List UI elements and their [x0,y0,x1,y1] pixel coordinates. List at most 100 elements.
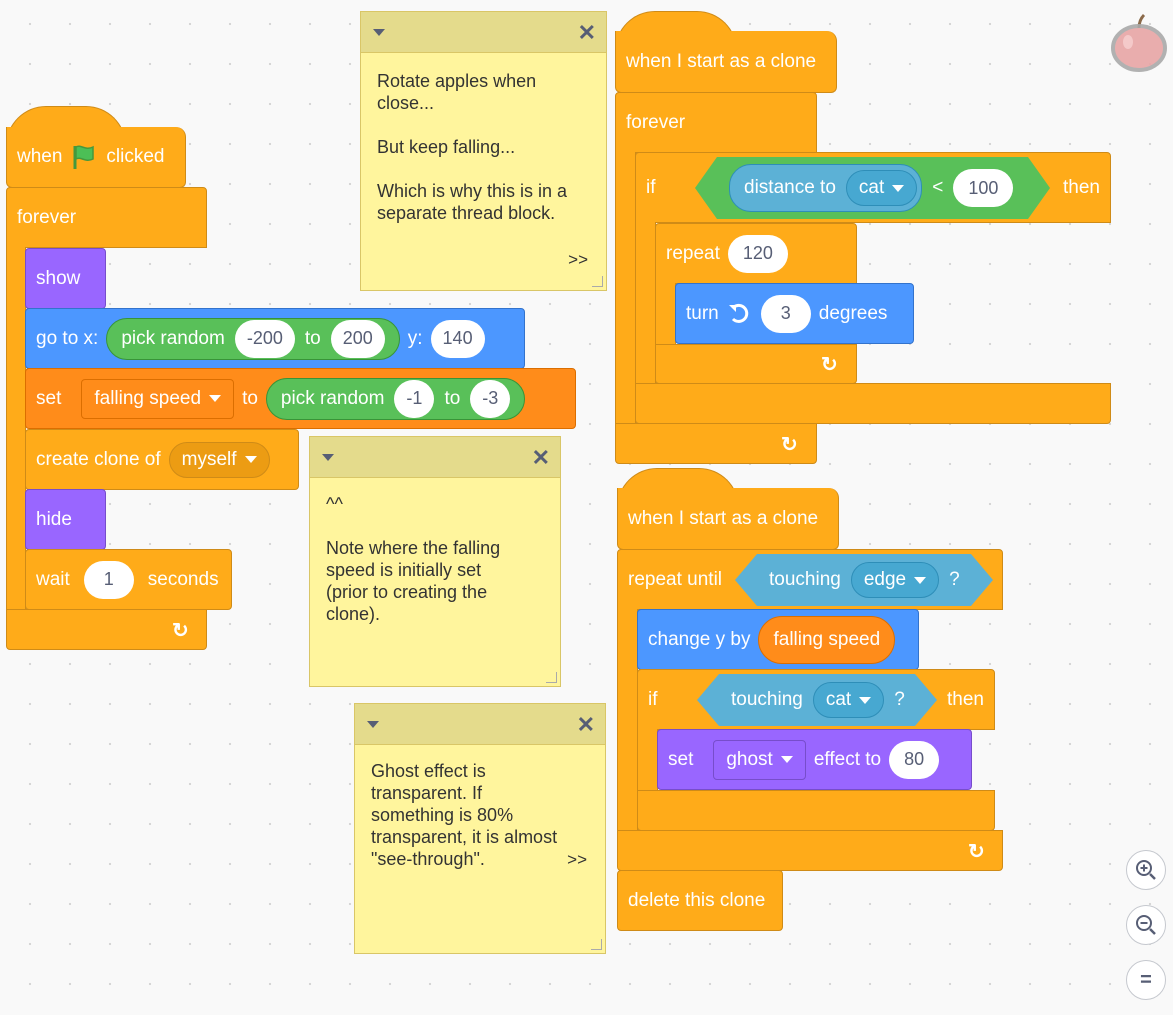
comment-note-3[interactable]: ✕ Ghost effect is transparent. If someth… [354,703,606,954]
note-header[interactable]: ✕ [310,437,560,478]
wait-label: wait [36,568,70,590]
note-header[interactable]: ✕ [355,704,605,745]
if-touching-target-dropdown[interactable]: cat [813,682,884,718]
resize-handle-icon[interactable] [592,276,603,287]
set-to-word: to [242,387,258,409]
if-touching-arm [637,729,658,791]
touching-target-dropdown[interactable]: edge [851,562,939,598]
goto-label: go to x: [36,327,99,349]
loop-arrow-icon: ↻ [781,434,798,456]
when-flag-clicked-block[interactable]: when clicked [6,127,186,188]
resize-handle-icon[interactable] [591,939,602,950]
collapse-caret-icon[interactable] [322,454,334,461]
wait-unit: seconds [147,568,219,590]
zoom-in-button[interactable] [1126,850,1166,890]
touching-question: ? [949,569,960,590]
repeat-block[interactable]: repeat 120 [655,223,857,284]
wait-input[interactable]: 1 [83,560,134,599]
turn-input[interactable]: 3 [760,294,811,333]
repeat-arm [655,283,676,345]
pick-random-reporter-2[interactable]: pick random -1 to -3 [265,377,526,420]
note-text[interactable]: ^^ Note where the falling speed is initi… [326,494,501,624]
forever-label-2: forever [626,111,686,133]
repeat-input[interactable]: 120 [727,234,788,273]
show-block[interactable]: show [25,248,106,309]
show-label: show [36,267,81,289]
repeat-until-arm [617,609,638,831]
forever-block-2[interactable]: forever [615,92,817,153]
compare-input[interactable]: 100 [953,169,1013,207]
change-y-block[interactable]: change y by falling speed [637,609,919,670]
repeat-until-bottom: ↻ [617,830,1003,871]
forever-block[interactable]: forever [6,187,207,248]
forever-bottom: ↻ [6,609,207,650]
effect-dropdown[interactable]: ghost [713,739,806,780]
dropdown-caret-icon [780,756,793,763]
when-clone-starts-block[interactable]: when I start as a clone [615,31,837,93]
comment-note-2[interactable]: ✕ ^^ Note where the falling speed is ini… [309,436,561,687]
if-arm [635,222,656,384]
goto-y-label: y: [407,327,423,349]
touching-edge-boolean[interactable]: touching edge ? [735,554,993,606]
set-effect-block[interactable]: set ghost effect to 80 [657,729,972,790]
falling-speed-reporter[interactable]: falling speed [758,615,896,664]
if-label: if [646,176,656,198]
random-from-input-2[interactable]: -1 [394,379,435,418]
loop-arrow-icon: ↻ [821,354,838,376]
degrees-label: degrees [818,302,888,324]
then-label: then [1063,176,1100,198]
note-text[interactable]: Rotate apples when close... But keep fal… [377,71,568,223]
close-icon[interactable]: ✕ [576,712,595,737]
close-icon[interactable]: ✕ [577,20,596,45]
variable-dropdown[interactable]: falling speed [81,378,235,419]
touching-cat-boolean[interactable]: touching cat ? [697,674,937,726]
less-than-operator[interactable]: distance to cat < 100 [695,157,1050,219]
rotate-left-icon [728,303,748,323]
collapse-caret-icon[interactable] [373,29,385,36]
effect-name: ghost [726,748,773,770]
distance-target-dropdown[interactable]: cat [846,170,917,206]
green-flag-icon [73,145,95,169]
set-variable-block[interactable]: set falling speed to pick random -1 to -… [25,368,576,429]
if-touching-question: ? [894,689,905,710]
change-y-label: change y by [648,628,751,650]
create-clone-block[interactable]: create clone of myself [25,429,299,490]
random-from-input[interactable]: -200 [234,319,295,358]
random-to-input[interactable]: 200 [330,319,385,358]
clone-target-dropdown[interactable]: myself [168,441,270,478]
pick-random-reporter[interactable]: pick random -200 to 200 [106,317,400,360]
goto-xy-block[interactable]: go to x: pick random -200 to 200 y: 140 [25,308,525,369]
less-than-symbol: < [932,177,944,198]
note-header[interactable]: ✕ [361,12,606,53]
hide-label: hide [36,508,72,530]
hide-block[interactable]: hide [25,489,106,550]
if-touching-label: touching [731,689,803,710]
wait-block[interactable]: wait 1 seconds [25,549,232,610]
resize-handle-icon[interactable] [546,672,557,683]
close-icon[interactable]: ✕ [531,445,550,470]
set-label: set [36,387,62,409]
random-to-word: to [304,327,321,349]
comment-note-1[interactable]: ✕ Rotate apples when close... But keep f… [360,11,607,291]
zoom-reset-icon: = [1140,968,1152,991]
variable-name: falling speed [94,387,202,409]
hat-clicked-label: clicked [106,146,165,167]
zoom-out-icon [1136,915,1156,935]
touching-label: touching [769,569,841,590]
zoom-in-icon [1136,860,1156,880]
effect-value-input[interactable]: 80 [889,740,940,779]
distance-to-reporter[interactable]: distance to cat [729,164,922,212]
collapse-caret-icon[interactable] [367,721,379,728]
note-text[interactable]: Ghost effect is transparent. If somethin… [371,761,558,869]
when-clone-starts-block-2[interactable]: when I start as a clone [617,488,839,550]
goto-y-input[interactable]: 140 [430,319,485,358]
forever-arm-2 [615,152,636,424]
delete-clone-block[interactable]: delete this clone [617,870,783,931]
random-to-input-2[interactable]: -3 [470,379,511,418]
zoom-reset-button[interactable]: = [1126,960,1166,1000]
distance-to-label: distance to [744,177,836,198]
dropdown-caret-icon [244,456,257,463]
zoom-out-button[interactable] [1126,905,1166,945]
turn-block[interactable]: turn 3 degrees [675,283,914,344]
create-clone-label: create clone of [36,448,161,470]
